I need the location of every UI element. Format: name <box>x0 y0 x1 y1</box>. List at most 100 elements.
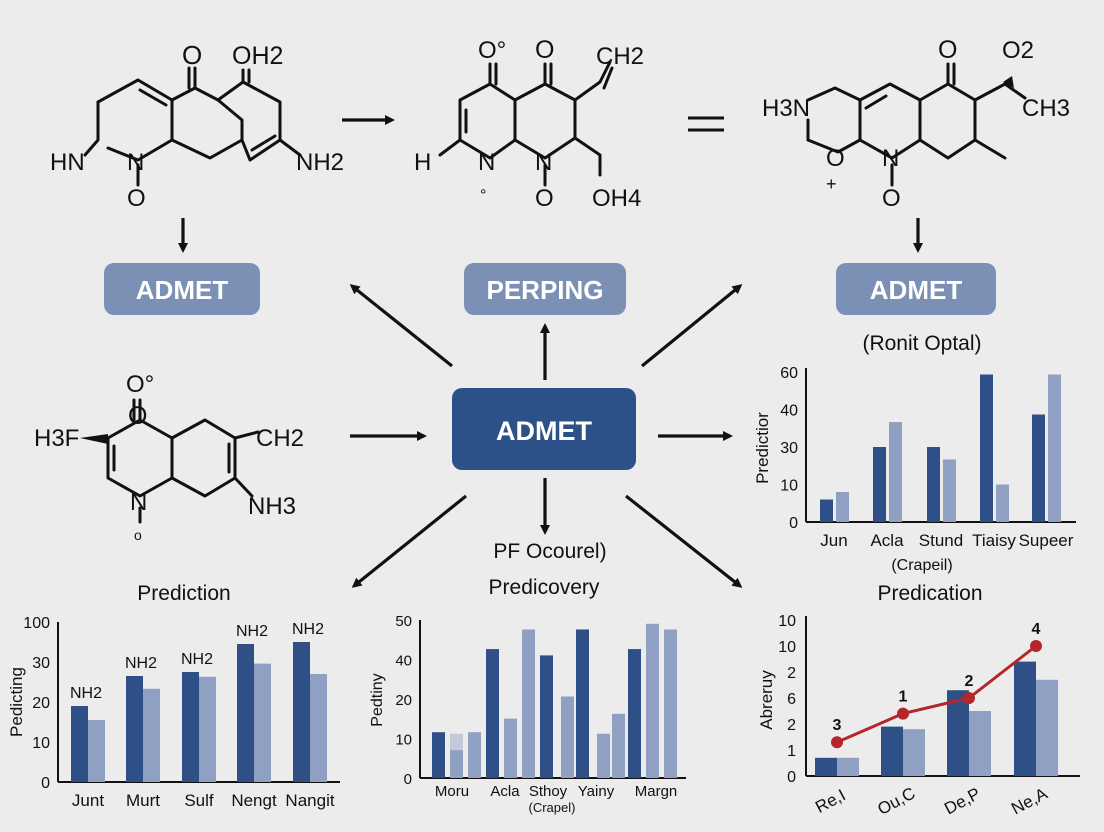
chart4-line-label: 1 <box>899 689 908 706</box>
mol1-atom-n: N <box>127 149 144 176</box>
chart1-bar <box>889 422 902 522</box>
pill-admet-left: ADMET <box>104 263 260 315</box>
molecule-4: O° O H3F CH2 N NH3 o <box>34 371 304 543</box>
chart-predicovery: Predicovery Pedtiny (Crapel) 010204050Mo… <box>369 576 686 815</box>
arrow-center-to-predication <box>625 494 743 588</box>
chart4-ytick: 2 <box>787 717 796 734</box>
pill-perping-label: PERPING <box>486 275 603 305</box>
chart1-xtick: Jun <box>820 531 847 550</box>
chart4-line-label: 4 <box>1032 621 1041 638</box>
chart4-ytick: 1 <box>787 743 796 760</box>
chart4-bar <box>837 757 859 776</box>
chart3-bar <box>597 733 610 778</box>
chart1-bar <box>980 374 993 522</box>
chart4-ytick: 0 <box>787 769 796 786</box>
pill-admet-left-label: ADMET <box>136 275 229 305</box>
chart3-title: Predicovery <box>489 576 600 599</box>
mol3-atom-h3n: H3N <box>762 95 810 122</box>
mol2-atom-n-left: N <box>478 149 495 176</box>
chart3-bar <box>561 696 574 778</box>
chart4-title: Predication <box>877 582 982 605</box>
chart4-line <box>836 644 1037 744</box>
chart4-ytick: 6 <box>787 691 796 708</box>
chart3-xtick: Sthoy <box>529 783 568 800</box>
chart2-xtick: Sulf <box>184 791 214 810</box>
chart1-xtick: Supeer <box>1019 531 1074 550</box>
mol2-atom-ch2: CH2 <box>596 43 644 70</box>
chart2-ytick: 0 <box>41 775 50 792</box>
chart1-ytick: 0 <box>789 515 798 532</box>
mol4-atom-o: O <box>128 402 147 430</box>
mol2-atom-oh4: OH4 <box>592 185 641 212</box>
chart4-bar <box>881 726 903 776</box>
mol4-atom-n: N <box>130 489 147 516</box>
chart3-xtick: Acla <box>490 783 520 800</box>
mol3-atom-o-top: O <box>938 36 957 64</box>
chart4-line-point <box>831 736 843 749</box>
arrow-center-to-admet-left <box>349 284 453 368</box>
mol3-atom-plus: + <box>826 174 837 194</box>
mol1-atom-nh2: NH2 <box>296 149 344 176</box>
chart4-line-point <box>1030 640 1042 652</box>
pill-admet-right: ADMET <box>836 263 996 315</box>
mol4-atom-ch2: CH2 <box>256 425 304 452</box>
chart1-bar <box>820 499 833 522</box>
chart1-bar <box>836 492 849 522</box>
chart1-bar <box>1048 374 1061 522</box>
chart2-bar <box>182 672 199 782</box>
molecule-1: O OH2 HN N O NH2 <box>50 40 344 212</box>
chart1-bar <box>943 459 956 522</box>
mol2-atom-n-right: N <box>535 149 552 176</box>
mol3-atom-o-ring: O <box>826 145 845 172</box>
chart2-xtick: Nangit <box>285 791 334 810</box>
pill-perping: PERPING <box>464 263 626 315</box>
mol4-atom-nh3: NH3 <box>248 493 296 520</box>
chart1-bar <box>873 447 886 522</box>
pill-admet-center: ADMET <box>452 388 636 470</box>
chart2-bar <box>88 720 105 782</box>
chart1-xtick: Acla <box>870 531 904 550</box>
mol1-atom-oh2: OH2 <box>232 42 283 70</box>
pill-admet-right-label: ADMET <box>870 275 963 305</box>
chart3-bar <box>612 713 625 778</box>
chart2-xtick: Murt <box>126 791 160 810</box>
chart4-xtick: Ou,C <box>874 783 918 818</box>
chart4-xtick: Re,I <box>812 785 848 816</box>
mol3-atom-o2: O2 <box>1002 37 1034 64</box>
chart1-bar <box>996 484 1009 522</box>
chart1-ytick: 60 <box>780 365 798 382</box>
chart3-ytick: 0 <box>404 771 412 788</box>
chart2-bar-label: NH2 <box>125 655 157 672</box>
chart3-bar <box>468 732 481 778</box>
chart2-ytick: 100 <box>23 615 50 632</box>
chart4-bar <box>947 690 969 776</box>
chart3-bar <box>504 718 517 778</box>
chart4-bar <box>815 757 837 776</box>
chart2-bar <box>199 676 216 782</box>
chart2-bar <box>310 674 327 782</box>
chart3-bar <box>540 655 553 778</box>
mol2-atom-h: H <box>414 149 431 176</box>
chart4-line-point <box>963 692 975 704</box>
caption-pf-ocourel: PF Ocourel) <box>493 540 606 563</box>
caption-ronit-optal: (Ronit Optal) <box>862 332 981 355</box>
chart4-ytick: 2 <box>787 665 796 682</box>
mol1-atom-o-top: O <box>182 40 202 70</box>
chart2-ytick: 20 <box>32 695 50 712</box>
chart3-ytick: 40 <box>395 653 412 670</box>
chart2-bar <box>293 642 310 782</box>
chart2-bar-label: NH2 <box>70 685 102 702</box>
arrow-center-to-admet-right <box>640 284 743 368</box>
chart1-xtick: Stund <box>919 531 963 550</box>
chart3-bar <box>664 629 677 778</box>
mol1-atom-o-bottom: O <box>127 185 146 212</box>
chart2-bar-label: NH2 <box>181 651 213 668</box>
chart3-xtick: Yainy <box>578 783 615 800</box>
mol2-atom-dot: ° <box>480 187 486 204</box>
chart2-ylabel: Pedicting <box>7 667 26 737</box>
mol2-atom-o-bottom: O <box>535 185 554 212</box>
chart2-bar <box>71 706 88 782</box>
